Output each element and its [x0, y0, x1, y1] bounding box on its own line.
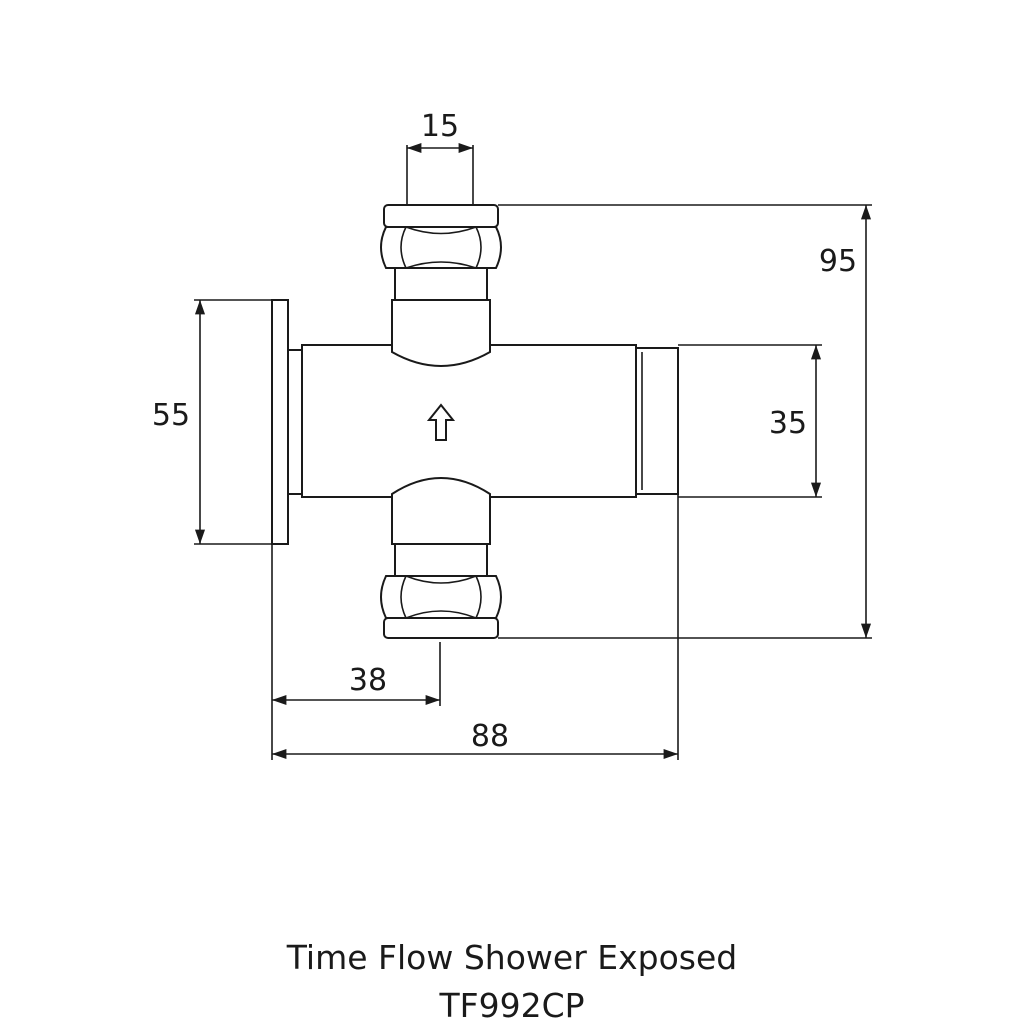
product-title: Time Flow Shower Exposed [286, 938, 738, 977]
dim-label-overall-height: 95 [819, 244, 857, 279]
upper-connector [380, 204, 502, 367]
valve-body [271, 204, 679, 639]
dimension-inlet-width: 15 [406, 109, 474, 205]
dim-label-flange-to-center: 38 [349, 663, 387, 698]
dimension-flange-to-center: 38 [271, 544, 441, 760]
lower-connector [380, 477, 502, 639]
main-cylinder [301, 344, 637, 498]
up-arrow-outline-icon [426, 403, 456, 441]
dim-label-flange-height: 55 [152, 398, 190, 433]
product-model-code: TF992CP [439, 986, 585, 1025]
wall-flange [271, 299, 289, 545]
dim-label-outlet-height: 35 [769, 406, 807, 441]
outlet-nozzle [635, 347, 679, 495]
dimension-outlet-height: 35 [678, 344, 822, 498]
dim-label-inlet-width: 15 [421, 109, 459, 144]
dimension-overall-depth: 88 [272, 494, 679, 760]
dimension-flange-height: 55 [152, 299, 272, 545]
dimension-overall-height: 95 [498, 204, 872, 639]
dim-label-overall-depth: 88 [471, 719, 509, 754]
